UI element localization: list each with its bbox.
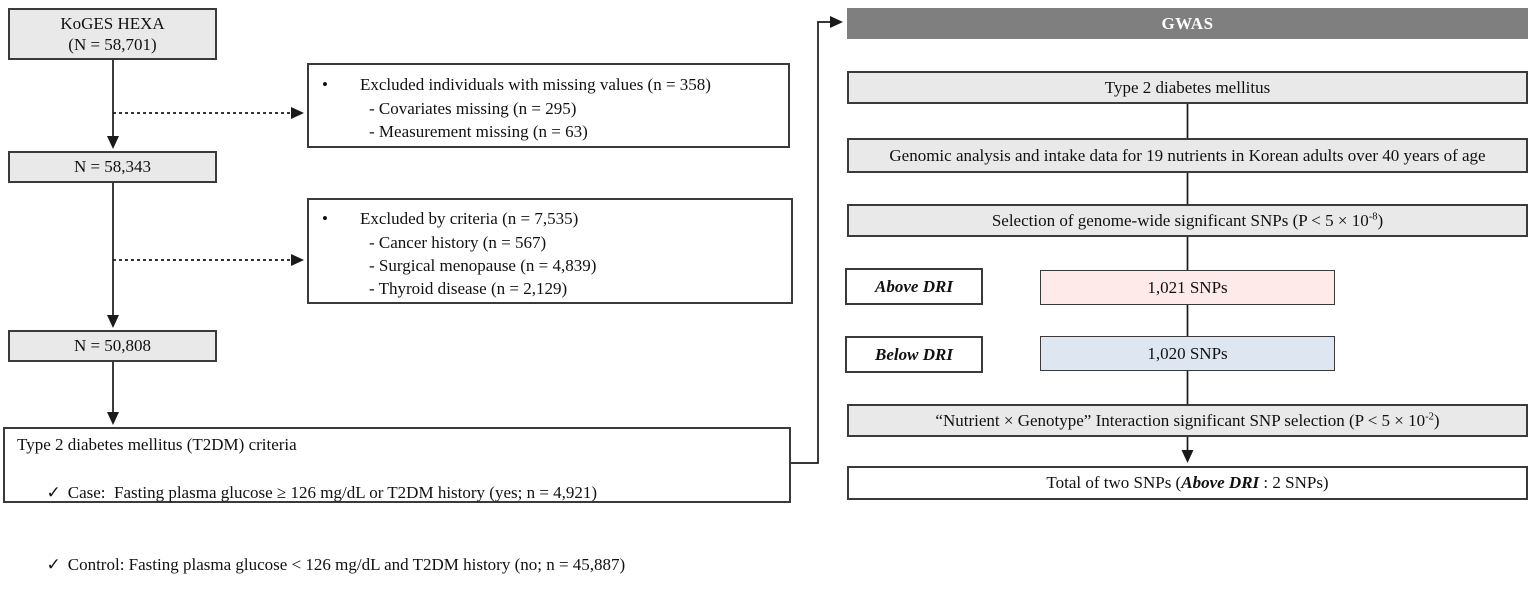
gwas-snp-selection-text: Selection of genome-wide significant SNP… [991,210,1384,230]
gwas-trait-box: Type 2 diabetes mellitus [847,71,1528,104]
above-dri-label-box: Above DRI [845,268,983,305]
checkmark-icon: ✓ [46,483,61,502]
exclusion-criteria-box: • Excluded by criteria (n = 7,535) - Can… [307,198,793,304]
exclusion-title-row: • Excluded individuals with missing valu… [309,73,788,97]
above-dri-snp-count: 1,021 SNPs [1147,277,1228,297]
p-threshold-exponent: -8 [1368,211,1378,223]
gwas-data-box: Genomic analysis and intake data for 19 … [847,138,1528,173]
final-result-text: Total of two SNPs (Above DRI : 2 SNPs) [1046,473,1329,493]
checkmark-icon: ✓ [46,555,61,574]
below-dri-snp-count: 1,020 SNPs [1147,343,1228,363]
sample-size-after-missing-box: N = 58,343 [8,151,217,183]
below-dri-snp-count-box: 1,020 SNPs [1040,336,1335,371]
exclusion-title-row: • Excluded by criteria (n = 7,535) [309,207,791,231]
above-dri-snp-count-box: 1,021 SNPs [1040,270,1335,305]
cohort-box: KoGES HEXA (N = 58,701) [8,8,217,60]
exclusion-missing-item: - Covariates missing (n = 295) [369,99,577,118]
exclusion-criteria-item: - Cancer history (n = 567) [369,233,547,252]
t2dm-case-line: ✓ Case: Fasting plasma glucose ≥ 126 mg/d… [5,457,789,529]
t2dm-control-text: Control: Fasting plasma glucose < 126 mg… [67,555,626,574]
gwas-snp-selection-box: Selection of genome-wide significant SNP… [847,204,1528,237]
t2dm-criteria-box: Type 2 diabetes mellitus (T2DM) criteria… [3,427,791,574]
gwas-data-text: Genomic analysis and intake data for 19 … [889,145,1486,165]
interaction-selection-box: “Nutrient × Genotype” Interaction signif… [847,404,1528,437]
final-above-dri-emphasis: Above DRI [1181,473,1260,493]
t2dm-criteria-title: Type 2 diabetes mellitus (T2DM) criteria [17,435,297,454]
sample-size-after-criteria: N = 50,808 [73,336,152,356]
gwas-header-bar: GWAS [847,8,1528,39]
gwas-trait-text: Type 2 diabetes mellitus [1104,77,1271,97]
exclusion-missing-title: Excluded individuals with missing values… [360,75,711,94]
exclusion-missing-values-box: • Excluded individuals with missing valu… [307,63,790,148]
exclusion-criteria-item: - Surgical menopause (n = 4,839) [369,256,597,275]
bullet-icon: • [322,75,328,94]
below-dri-label-box: Below DRI [845,336,983,373]
sample-size-after-missing: N = 58,343 [73,157,152,177]
exclusion-missing-item: - Measurement missing (n = 63) [369,122,588,141]
exclusion-criteria-item: - Thyroid disease (n = 2,129) [369,279,568,298]
cohort-name: KoGES HEXA [60,13,165,33]
t2dm-case-text: Case: Fasting plasma glucose ≥ 126 mg/dL… [67,483,598,502]
above-dri-label: Above DRI [875,276,953,296]
study-flow-diagram: KoGES HEXA (N = 58,701) N = 58,343 N = 5… [3,8,1528,574]
below-dri-label: Below DRI [875,344,953,364]
p-threshold-exponent: -2 [1425,411,1434,423]
interaction-selection-text: “Nutrient × Genotype” Interaction signif… [935,410,1440,430]
cohort-n: (N = 58,701) [68,35,157,54]
final-result-box: Total of two SNPs (Above DRI : 2 SNPs) [847,466,1528,500]
t2dm-control-line: ✓ Control: Fasting plasma glucose < 126 m… [5,529,789,601]
bullet-icon: • [322,209,328,228]
exclusion-criteria-title: Excluded by criteria (n = 7,535) [360,209,579,228]
sample-size-after-criteria-box: N = 50,808 [8,330,217,362]
gwas-header-title: GWAS [1161,13,1214,33]
